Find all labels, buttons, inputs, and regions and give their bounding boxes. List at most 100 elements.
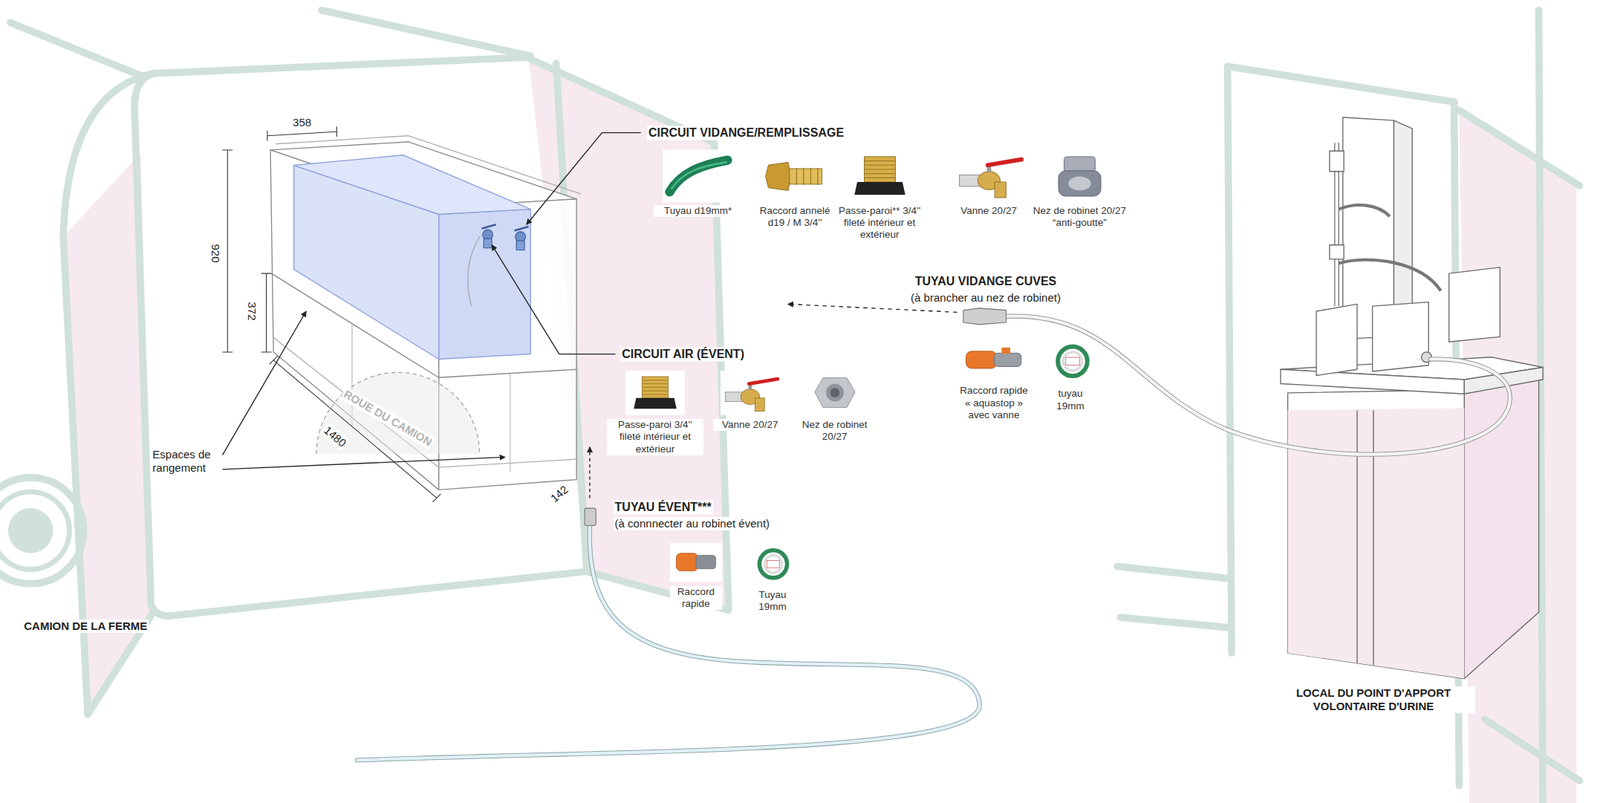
fitting-icon bbox=[765, 161, 791, 191]
nez-icon bbox=[825, 384, 844, 402]
room-line bbox=[1484, 719, 1580, 780]
note-text: 358 bbox=[291, 115, 313, 130]
passe-paroi-icon bbox=[863, 168, 896, 170]
passe-paroi-icon bbox=[641, 376, 668, 399]
part-tile: tuyau 19mm bbox=[1048, 336, 1093, 412]
hose-coil-icon bbox=[1057, 346, 1088, 377]
part-caption: tuyau 19mm bbox=[1048, 387, 1093, 412]
part-caption: Raccord annelé d19 / M 3/4'' bbox=[753, 205, 836, 229]
part-picture bbox=[750, 540, 797, 587]
room-line bbox=[1117, 566, 1230, 578]
valve-symbol bbox=[482, 229, 494, 240]
connector-icon bbox=[965, 351, 997, 369]
valve-icon bbox=[994, 181, 1006, 198]
part-picture bbox=[962, 336, 1026, 383]
dimension-label: 142 bbox=[546, 482, 572, 506]
leader-lines bbox=[222, 132, 957, 499]
fitting-icon bbox=[817, 167, 818, 185]
passe-paroi-icon bbox=[641, 380, 668, 382]
valve-symbol bbox=[483, 238, 492, 248]
passe-paroi-icon bbox=[863, 160, 896, 162]
room-line bbox=[1120, 617, 1230, 628]
hose-coil-icon bbox=[1065, 357, 1080, 366]
leader-line bbox=[491, 245, 616, 355]
section-heading: CIRCUIT VIDANGE/REMPLISSAGE bbox=[646, 125, 846, 140]
truck-line bbox=[63, 236, 88, 715]
part-picture bbox=[670, 540, 723, 584]
hose-icon bbox=[670, 159, 728, 192]
dimension-line bbox=[222, 150, 233, 353]
icon-ground bbox=[759, 149, 831, 203]
part-caption: Tuyau 19mm bbox=[750, 589, 795, 613]
valve-icon bbox=[754, 398, 765, 412]
room-door bbox=[1458, 109, 1577, 803]
part-caption: Nez de robinet 20/27 “anti-goutte” bbox=[1023, 205, 1136, 229]
wheel-ring bbox=[0, 477, 84, 584]
valve-icon bbox=[958, 174, 981, 186]
connector-icon bbox=[993, 353, 1021, 367]
hose-coil-icon bbox=[759, 550, 787, 578]
section-heading: TUYAU ÉVENT*** bbox=[613, 499, 714, 515]
fitting-icon bbox=[789, 168, 823, 185]
note-text: (à connnecter au robinet évent) bbox=[613, 516, 772, 531]
dimension-label: 920 bbox=[208, 242, 223, 264]
cabinet-front bbox=[1288, 389, 1465, 679]
part-caption: Tuyau d19mm* bbox=[653, 205, 743, 217]
icon-ground bbox=[625, 370, 685, 416]
drain-hose bbox=[1005, 316, 1511, 455]
truck-line bbox=[321, 10, 532, 57]
part-tile: Passe-paroi** 3/4'' fileté intérieur et … bbox=[831, 149, 928, 242]
dashed-arrow bbox=[589, 447, 590, 499]
pipe bbox=[1338, 259, 1441, 292]
icon-ground bbox=[720, 370, 780, 416]
passe-paroi-icon bbox=[641, 390, 668, 392]
fitting-icon bbox=[802, 167, 804, 185]
fitting-icon bbox=[809, 167, 811, 185]
connector-icon bbox=[696, 555, 717, 569]
nez-icon bbox=[1058, 170, 1101, 196]
nez-icon bbox=[1063, 155, 1095, 172]
funnel-plate bbox=[1316, 303, 1358, 376]
dimension-line bbox=[269, 355, 442, 502]
part-caption: Vanne 20/27 bbox=[713, 418, 788, 431]
icon-ground bbox=[750, 546, 797, 582]
urine-station bbox=[1280, 117, 1543, 679]
valve-handle bbox=[748, 378, 777, 384]
wheel-hub bbox=[8, 508, 53, 553]
dimension-lines bbox=[222, 126, 441, 503]
nez-icon bbox=[829, 387, 840, 398]
tank-skirt bbox=[272, 336, 577, 468]
icon-ground bbox=[1044, 149, 1115, 203]
hose-icon bbox=[671, 161, 726, 188]
pipe-fitting bbox=[1329, 245, 1344, 260]
part-tile: Raccord annelé d19 / M 3/4'' bbox=[753, 149, 836, 229]
water-tank bbox=[294, 155, 532, 360]
funnel-plate bbox=[1372, 302, 1430, 372]
pipe-fitting bbox=[1329, 150, 1344, 171]
icon-ground bbox=[662, 149, 734, 203]
fitting-icon bbox=[795, 167, 797, 185]
part-caption: Raccord rapide bbox=[670, 586, 723, 610]
leader-line bbox=[222, 311, 307, 456]
leader-line bbox=[526, 132, 642, 226]
part-tile: Passe-paroi 3/4'' fileté intérieur et ex… bbox=[606, 369, 704, 456]
valve-symbol bbox=[515, 231, 526, 243]
part-picture bbox=[759, 149, 831, 203]
hose-coil-icon bbox=[764, 555, 783, 574]
passe-paroi-icon bbox=[863, 164, 896, 165]
truck-frame bbox=[10, 10, 729, 715]
part-tile: Vanne 20/27 bbox=[713, 369, 788, 431]
illustration-group bbox=[0, 10, 1580, 803]
part-picture bbox=[1048, 336, 1098, 386]
note-text: Espaces de rangement bbox=[150, 447, 221, 475]
section-heading: CIRCUIT AIR (ÉVENT) bbox=[620, 346, 746, 362]
part-tile: Raccord rapide bbox=[670, 540, 723, 610]
passe-paroi-icon bbox=[641, 387, 668, 388]
icon-ground bbox=[844, 149, 916, 203]
drain-hose bbox=[1005, 316, 1511, 455]
dashed-arrow bbox=[788, 303, 958, 312]
passe-paroi-icon bbox=[863, 155, 896, 182]
leader-line bbox=[222, 456, 506, 469]
